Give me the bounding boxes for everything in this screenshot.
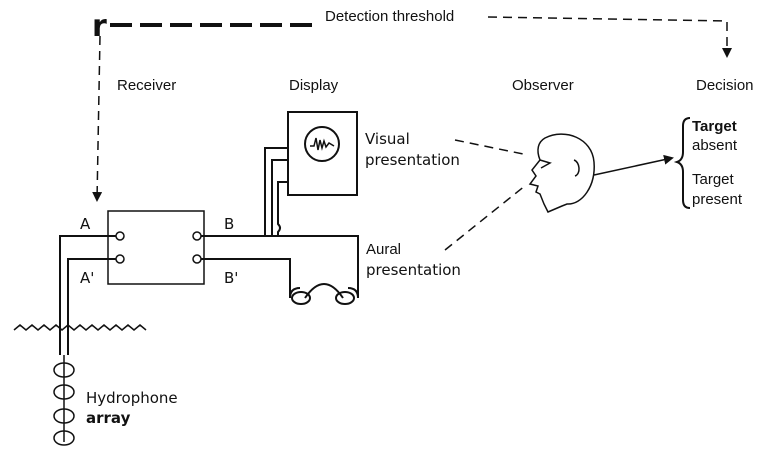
display-unit: [287, 111, 358, 196]
oscilloscope-screen: [304, 126, 340, 162]
waveform-trace: [310, 137, 335, 151]
detection-threshold: r Detection threshold: [92, 8, 732, 202]
terminal-b-node: [192, 231, 202, 241]
headphones: [289, 283, 359, 305]
receiver-box: [107, 210, 205, 285]
target-absent-line1: Target: [692, 118, 737, 135]
output-wires: [201, 147, 359, 298]
input-wires: [59, 235, 116, 355]
target-absent-line2: absent: [692, 137, 738, 154]
decision-brace: [673, 117, 691, 209]
aural-presentation-line2: presentation: [366, 261, 461, 279]
observer-to-decision-arrow: [593, 154, 674, 176]
hydrophone-label-line2: array: [86, 409, 131, 427]
terminal-a: A: [80, 215, 91, 233]
sea-surface: [13, 324, 147, 331]
terminal-b: B: [224, 215, 234, 233]
aural-presentation-line1: Aural: [366, 241, 401, 258]
visual-presentation-line2: presentation: [365, 151, 460, 169]
stage-observer: Observer: [512, 77, 574, 94]
threshold-marker: r: [92, 9, 107, 44]
terminal-a-prime: A': [80, 269, 94, 287]
aural-path-to-observer: [444, 184, 527, 251]
visual-presentation-line1: Visual: [365, 130, 410, 148]
threshold-label: Detection threshold: [325, 8, 454, 25]
stage-receiver: Receiver: [117, 77, 176, 94]
observer-head: [528, 133, 595, 213]
target-present-line2: present: [692, 191, 743, 208]
threshold-to-decision-arrow: [487, 16, 732, 58]
visual-path-to-observer: [454, 139, 529, 156]
stage-display: Display: [289, 77, 339, 94]
stage-decision: Decision: [696, 77, 754, 94]
terminal-b-prime-node: [192, 254, 202, 264]
terminal-a-node: [115, 231, 125, 241]
target-present-line1: Target: [692, 171, 735, 188]
terminal-b-prime: B': [224, 269, 238, 287]
threshold-to-receiver-arrow: [92, 35, 103, 202]
terminal-a-prime-node: [115, 254, 125, 264]
hydrophone-array: [53, 355, 75, 446]
hydrophone-label-line1: Hydrophone: [86, 389, 178, 407]
